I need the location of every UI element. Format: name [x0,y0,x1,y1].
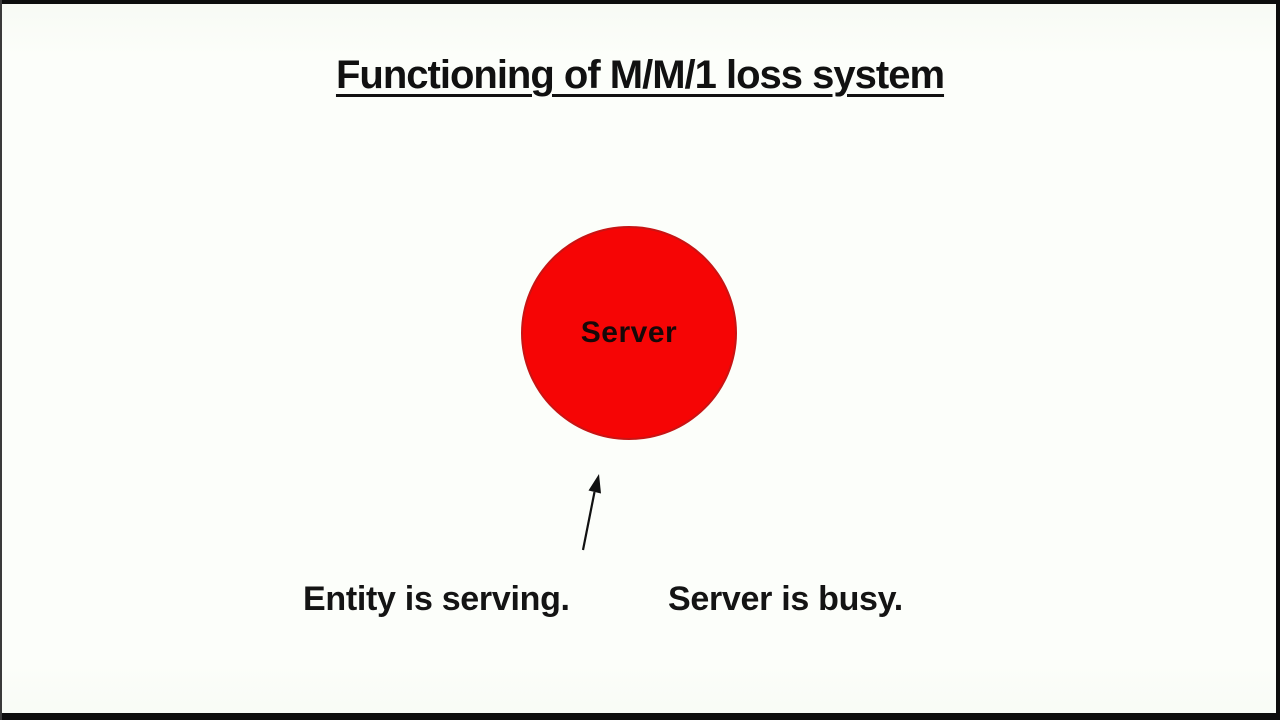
caption-entity-serving: Entity is serving. [303,580,570,618]
letterbox-bottom-bar [0,713,1280,720]
letterbox-left-bar [0,0,2,720]
letterbox-top-bar [0,0,1280,4]
page-title: Functioning of M/M/1 loss system [335,53,945,97]
up-arrow-icon [573,466,609,556]
letterbox-right-bar [1276,0,1280,720]
caption-server-busy: Server is busy. [668,580,903,618]
server-node-label: Server [580,316,678,349]
server-node: Server [521,226,737,440]
